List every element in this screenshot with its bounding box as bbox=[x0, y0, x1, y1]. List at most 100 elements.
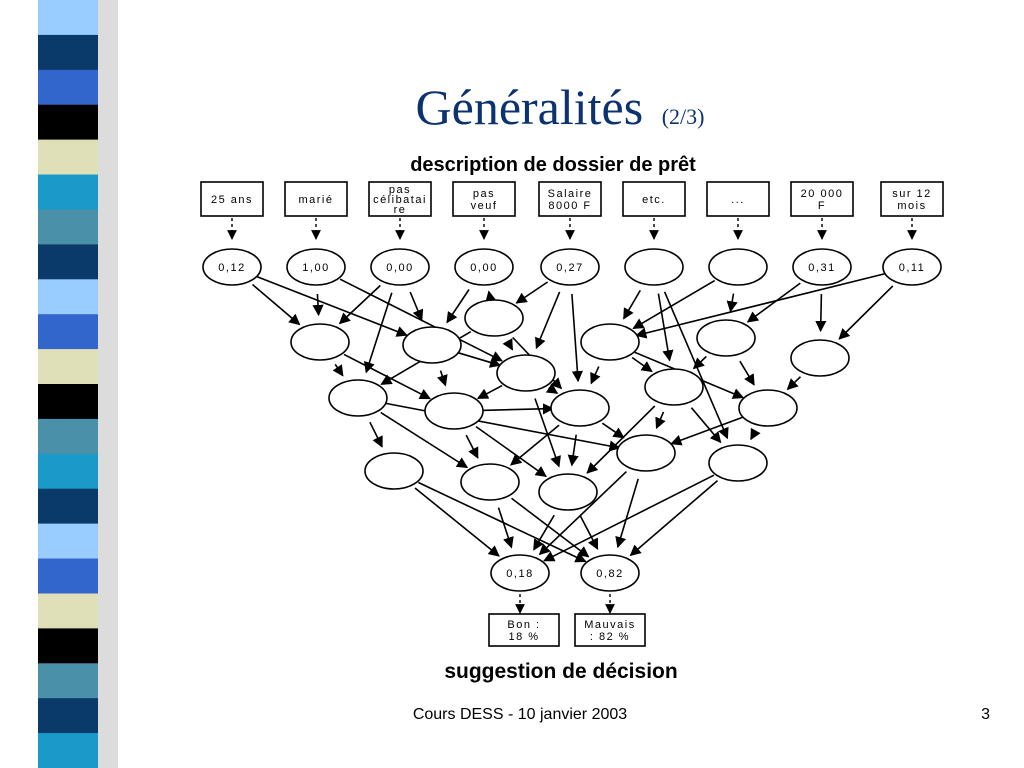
node-circle bbox=[202, 248, 262, 286]
input-box-label: pas bbox=[473, 188, 495, 200]
node-circle bbox=[364, 452, 424, 490]
input-box-frame bbox=[452, 181, 516, 217]
network-edge bbox=[515, 281, 549, 304]
decision-box: Bon :18 % bbox=[488, 613, 560, 647]
network-edge bbox=[663, 291, 729, 440]
input-box: marié bbox=[284, 181, 348, 217]
node-value: 0,82 bbox=[596, 568, 623, 580]
hidden-node bbox=[290, 323, 350, 361]
input-box-label: 8000 F bbox=[548, 200, 591, 212]
node-circle bbox=[882, 248, 942, 286]
node-circle bbox=[370, 248, 430, 286]
node-circle bbox=[460, 463, 520, 501]
input-node: 0,11 bbox=[882, 248, 942, 286]
input-box-label: 25 ans bbox=[211, 194, 253, 206]
hidden-node bbox=[550, 389, 610, 427]
network-edge bbox=[409, 291, 424, 322]
node-value: 1,00 bbox=[302, 262, 329, 274]
stripe-block bbox=[38, 523, 98, 560]
hidden-node bbox=[496, 354, 556, 392]
stripe-block bbox=[38, 733, 98, 768]
node-circle bbox=[708, 248, 768, 286]
network-edge bbox=[363, 292, 393, 374]
footer-text: Cours DESS - 10 janvier 2003 bbox=[412, 706, 628, 723]
input-box-frame bbox=[706, 181, 770, 217]
network-edge bbox=[786, 376, 802, 391]
network-edge bbox=[601, 422, 625, 439]
hidden-node bbox=[696, 319, 756, 357]
node-circle bbox=[496, 354, 556, 392]
node-value: 0,27 bbox=[556, 262, 583, 274]
stripe-block bbox=[38, 418, 98, 455]
network-edge bbox=[338, 284, 381, 325]
network-edge bbox=[511, 497, 590, 558]
network-edge bbox=[567, 434, 579, 467]
network-edge bbox=[590, 366, 601, 385]
decision-label: 18 % bbox=[508, 631, 539, 643]
input-box-label: célibatai bbox=[373, 194, 427, 206]
input-box-label: ... bbox=[731, 194, 745, 206]
network-edge bbox=[655, 411, 666, 430]
node-circle bbox=[490, 554, 550, 592]
network-edge bbox=[615, 478, 639, 549]
hidden-node bbox=[364, 452, 424, 490]
network-edge bbox=[332, 363, 344, 377]
diagram-heading: description de dossier de prêt bbox=[410, 154, 696, 176]
network-edge bbox=[502, 338, 514, 351]
input-box-label: pas bbox=[389, 184, 411, 196]
network-edge bbox=[414, 487, 500, 557]
node-circle bbox=[286, 248, 346, 286]
network-edge bbox=[670, 416, 743, 446]
stripe-block bbox=[38, 104, 98, 141]
node-circle bbox=[616, 434, 676, 472]
input-node: 0,00 bbox=[370, 248, 430, 286]
node-circle bbox=[550, 389, 610, 427]
input-box-label: 20 000 bbox=[801, 188, 844, 200]
input-box: etc. bbox=[622, 181, 686, 217]
decision-boxes: Bon :18 %Mauvais: 82 % bbox=[488, 613, 646, 647]
decision-label: Mauvais bbox=[584, 619, 635, 631]
network-edge bbox=[380, 411, 469, 469]
network-edge bbox=[635, 272, 886, 339]
network-edge bbox=[739, 360, 755, 386]
node-circle bbox=[580, 323, 640, 361]
stripe-block bbox=[38, 209, 98, 245]
network-edge bbox=[690, 407, 722, 444]
decision-box-frame bbox=[574, 613, 646, 647]
network-edge bbox=[384, 402, 621, 452]
node-value: 0,11 bbox=[899, 262, 926, 274]
stripe-block bbox=[38, 34, 98, 71]
network-edge bbox=[632, 279, 716, 330]
stripe-block bbox=[38, 558, 98, 594]
hidden-node bbox=[402, 326, 462, 364]
input-node: 0,31 bbox=[792, 248, 852, 286]
network-edge bbox=[475, 425, 547, 478]
network-edge bbox=[436, 370, 448, 387]
node-value: 0,18 bbox=[506, 568, 533, 580]
output-node: 0,18 bbox=[490, 554, 550, 592]
slide-title: Généralités bbox=[415, 79, 644, 135]
network-edge bbox=[586, 405, 656, 474]
stripe-block bbox=[38, 174, 98, 210]
stripe-shadow bbox=[98, 0, 118, 768]
node-circle bbox=[738, 389, 798, 427]
input-box-label: sur 12 bbox=[892, 188, 932, 200]
input-box-frame bbox=[622, 181, 686, 217]
hidden-node bbox=[464, 299, 524, 337]
node-circle bbox=[540, 248, 600, 286]
input-box-frame bbox=[284, 181, 348, 217]
input-box-label: Salaire bbox=[548, 188, 593, 200]
input-box-frame bbox=[368, 181, 432, 217]
stripe-block bbox=[38, 244, 98, 280]
network-edge bbox=[533, 514, 555, 551]
stripe-block bbox=[38, 69, 98, 106]
stripe-block bbox=[38, 663, 98, 699]
node-circle bbox=[464, 299, 524, 337]
stripe-block bbox=[38, 698, 98, 734]
slide-subtitle: (2/3) bbox=[661, 104, 705, 129]
node-circle bbox=[580, 554, 640, 592]
stripe-block bbox=[38, 314, 98, 350]
